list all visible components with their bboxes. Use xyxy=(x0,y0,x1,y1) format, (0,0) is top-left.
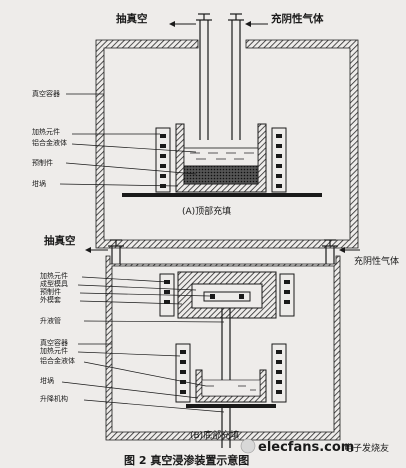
subtitle-b: (B)底部充填 xyxy=(190,429,239,441)
crucible-a xyxy=(175,123,267,193)
side-label-a-2: 铝合金液体 xyxy=(32,138,67,147)
valve-icon xyxy=(322,239,338,247)
upper-label-2: 预制件 xyxy=(40,287,61,296)
valve-icon xyxy=(228,13,244,21)
crucible-b xyxy=(195,369,267,403)
vacuum-container-b xyxy=(105,255,341,441)
diagram-b: 抽真空 充阴性气体 加热元件 成型模具 预制件 外模套 升液管 真空容器 加热元… xyxy=(40,234,399,448)
upper-heater-b xyxy=(159,273,295,317)
watermark: elecfans.com 电子发烧友 xyxy=(240,438,389,455)
alloy-liquid-a xyxy=(183,147,259,167)
upper-label-4: 升液管 xyxy=(40,316,61,325)
upper-label-3: 外模套 xyxy=(40,295,61,304)
label-gas-a: 充阴性气体 xyxy=(271,12,324,25)
riser-tube-b xyxy=(221,308,231,390)
figure-caption: 图 2 真空浸渗装置示意图 xyxy=(124,453,249,467)
lift-plate-b xyxy=(186,404,276,408)
vacuum-container-a xyxy=(95,39,359,249)
alloy-liquid-b xyxy=(201,379,261,397)
lower-label-4: 升降机构 xyxy=(40,394,68,403)
label-vacuum-b: 抽真空 xyxy=(44,234,76,247)
watermark-logo-icon xyxy=(240,438,256,454)
gas-pipe-a xyxy=(231,20,241,140)
lift-rod-b xyxy=(221,408,231,448)
preform-a xyxy=(183,165,259,185)
lower-label-3: 坩埚 xyxy=(40,376,54,385)
preform-b xyxy=(203,291,251,302)
side-label-a-3: 预制件 xyxy=(32,158,53,167)
label-vacuum-a: 抽真空 xyxy=(116,12,148,25)
lower-heater-b xyxy=(175,343,287,403)
side-label-a-1: 加热元件 xyxy=(32,127,60,136)
watermark-site: elecfans.com xyxy=(258,440,354,455)
diagram-a: 抽真空 充阴性气体 真空容器 加热元件 铝合金液体 预制件 坩埚 (A)顶部充填 xyxy=(32,12,359,249)
leader-lines-b xyxy=(61,276,225,413)
vacuum-pipe-a xyxy=(199,20,209,140)
label-gas-b: 充阴性气体 xyxy=(354,255,399,267)
upper-label-0: 加热元件 xyxy=(40,271,68,280)
side-label-a-4: 坩埚 xyxy=(32,179,46,188)
lower-label-0: 真空容器 xyxy=(40,338,68,347)
valve-icon xyxy=(108,239,124,247)
heating-element-a xyxy=(155,127,287,193)
upper-label-1: 成型模具 xyxy=(40,279,68,288)
watermark-brand: 电子发烧友 xyxy=(344,442,389,454)
lower-label-1: 加热元件 xyxy=(40,346,68,355)
subtitle-a: (A)顶部充填 xyxy=(182,205,231,217)
leader-lines-a xyxy=(59,93,197,187)
valve-icon xyxy=(196,13,212,21)
vacuum-pipe-b xyxy=(111,246,121,264)
base-plate-a xyxy=(122,193,322,197)
lower-label-2: 铝合金液体 xyxy=(40,356,75,365)
side-label-a-0: 真空容器 xyxy=(32,89,60,98)
gas-pipe-b xyxy=(325,246,335,264)
